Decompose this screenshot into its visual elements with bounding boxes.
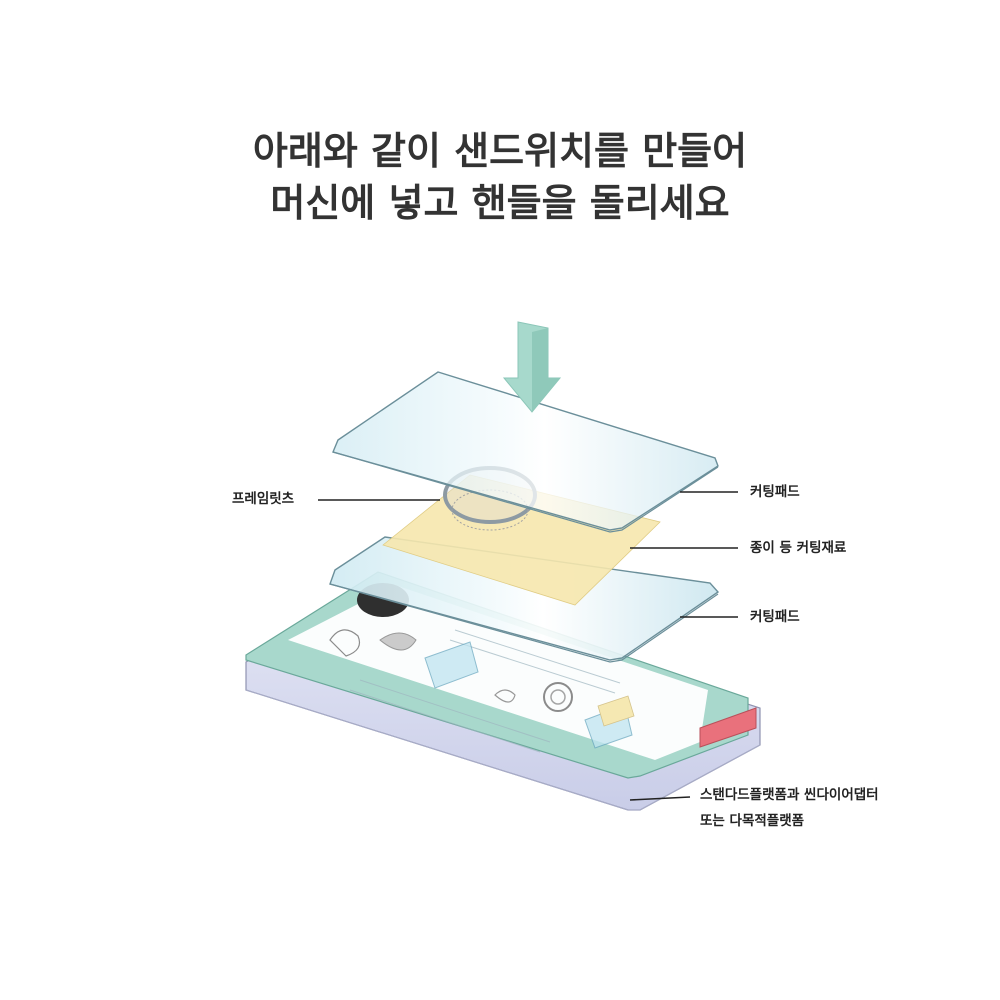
label-frame: 프레임릿츠	[232, 491, 295, 507]
leader-lines	[318, 491, 738, 801]
print-illustrations	[329, 629, 635, 749]
heading-line-1: 아래와 같이 샌드위치를 만들어	[252, 129, 748, 173]
label-platform-line2: 또는 다목적플랫폼	[700, 813, 805, 829]
down-arrow-icon	[502, 321, 562, 413]
red-tab	[699, 707, 757, 748]
label-top-pad: 커팅패드	[750, 484, 800, 500]
label-bottom-pad: 커팅패드	[750, 609, 800, 625]
label-platform-line1: 스탠다드플랫폼과 씬다이어댑터	[700, 787, 879, 803]
platform-base-edge	[245, 689, 761, 811]
label-material: 종이 등 커팅재료	[750, 540, 847, 556]
top-cutting-pad	[332, 371, 719, 533]
platform	[245, 571, 761, 811]
heading-line-2: 머신에 넣고 핸들을 돌리세요	[270, 181, 730, 225]
